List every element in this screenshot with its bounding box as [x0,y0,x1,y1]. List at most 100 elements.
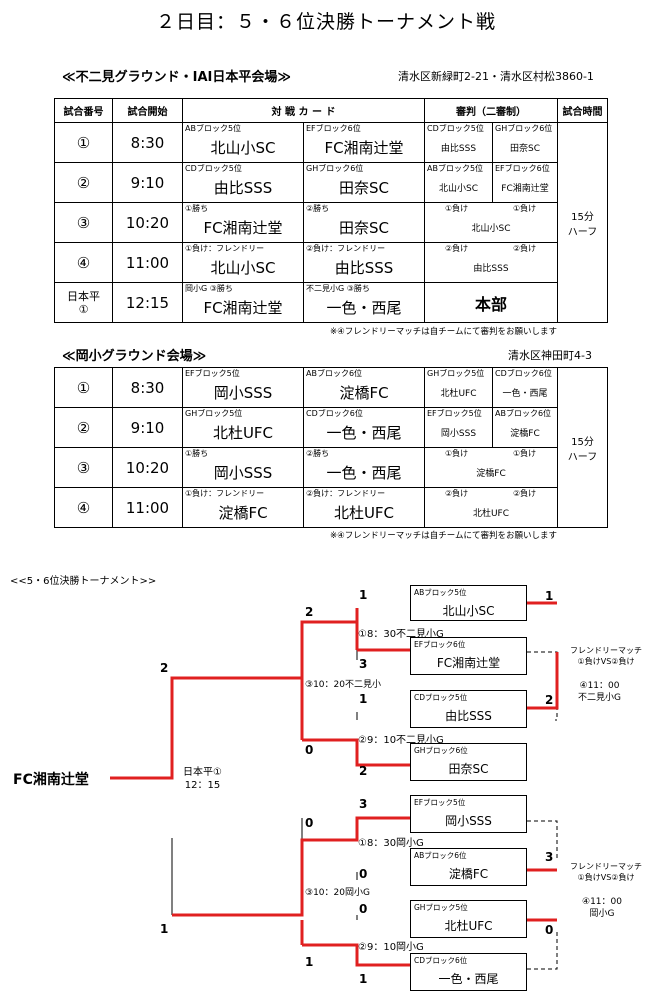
team-box: GHブロック6位田奈SC [410,743,527,781]
ref-tag: ②負け [513,244,537,253]
referee: 由比SSS [440,143,477,154]
score: 0 [359,902,368,916]
team-b: 由比SSS [334,258,394,277]
winner-line [110,608,359,780]
winner-line [302,738,410,767]
ref-tag: ②負け [445,489,469,498]
table-row: ④ 11:00 ①負け：フレンドリー北山小SC ②負け：フレンドリー由比SSS … [54,242,608,283]
team-box-tag: GHブロック6位 [414,746,468,755]
bracket-line [301,608,358,965]
page-title: ２日目：５・６位決勝トーナメント戦 [155,11,496,33]
team-b-tag: ②勝ち [306,449,330,458]
winner-line [172,816,410,917]
team-a-tag: EFブロック5位 [185,369,240,378]
team-a-tag: 岡小G ③勝ち [185,284,233,293]
match-label: ②9：10岡小G [358,942,424,953]
referee: FC湘南辻堂 [501,183,549,194]
team-box-name: 北山小SC [442,604,495,618]
table-row: ② 9:10 GHブロック5位北杜UFC CDブロック6位一色・西尾 EFブロッ… [54,407,608,448]
score: 1 [359,692,368,706]
friendly-label: フレンドリーマッチ ①負けVS②負け [570,646,642,666]
start-time: 8:30 [112,122,183,163]
venue1-address: 清水区新緑町2-21・清水区村松3860-1 [398,70,594,83]
team-box-name: FC湘南辻堂 [436,656,501,670]
team-b-tag: 不二見小G ③勝ち [306,284,370,293]
team-box-tag: ABブロック6位 [414,851,467,860]
team-box: ABブロック6位淀橋FC [410,848,527,886]
friendly-time: ④11：00 岡小G [582,897,622,919]
friendly-line [527,651,558,721]
ref-tag: CDブロック6位 [495,369,552,378]
table-row: ② 9:10 CDブロック5位由比SSS GHブロック6位田奈SC ABブロック… [54,162,608,203]
champion-name: FC湘南辻堂 [13,772,89,788]
team-box-tag: GHブロック5位 [414,903,468,912]
team-box: ABブロック5位北山小SC [410,585,527,621]
team-b-tag: EFブロック6位 [306,124,361,133]
match-no: ① [54,367,113,408]
team-a: 北杜UFC [212,423,274,442]
referee: 岡小SSS [440,428,477,439]
referee: 北山小SC [471,223,511,234]
team-box-tag: CDブロック6位 [414,956,468,965]
score: 2 [359,764,368,778]
referee: 一色・西尾 [502,388,548,399]
ref-tag: EFブロック6位 [495,164,550,173]
score: 0 [359,867,368,881]
winner-line [527,652,559,710]
ref-tag: ABブロック5位 [427,164,484,173]
bracket-title: <<5・6位決勝トーナメント>> [10,576,157,587]
referee: 由比SSS [473,263,509,274]
team-b: FC湘南辻堂 [324,138,404,157]
start-time: 12:15 [112,282,183,323]
team-a: FC湘南辻堂 [203,298,283,317]
start-time: 9:10 [112,407,183,448]
team-b-tag: ②負け：フレンドリー [306,244,386,253]
team-a: FC湘南辻堂 [203,218,283,237]
venue1-name: ≪不二見グラウンド・IAI日本平会場≫ [62,70,291,85]
team-a: 北山小SC [210,258,276,277]
match-no: ④ [54,487,113,528]
match-label: ③10：20岡小G [305,888,370,898]
match-label: ③10：20不二見小 [305,680,381,690]
score: 2 [545,693,554,707]
final-label: 日本平① 12：15 [183,767,222,791]
score: 2 [160,661,169,675]
ref-tag: ABブロック6位 [495,409,552,418]
ref-tag: ②負け [445,244,469,253]
friendly-label: フレンドリーマッチ ①負けVS②負け [570,862,642,882]
team-a-tag: ①勝ち [185,204,209,213]
score: 1 [359,972,368,986]
team-box-tag: ABブロック5位 [414,588,467,597]
team-a: 岡小SSS [213,463,273,482]
team-box-name: 由比SSS [445,709,492,723]
score: 3 [359,797,368,811]
team-b-tag: GHブロック6位 [306,164,364,173]
team-a: 北山小SC [210,138,276,157]
match-label: ②9：10不二見小G [358,735,444,746]
score: 1 [305,955,314,969]
team-box-tag: EFブロック6位 [414,640,466,649]
note-2: ※④フレンドリーマッチは自チームにて審判をお願いします [330,531,557,541]
team-box-name: 田奈SC [448,762,489,776]
ref-tag: ①負け [513,449,537,458]
headquarters: 本部 [424,282,558,323]
team-box-name: 淀橋FC [448,867,489,881]
team-b: 田奈SC [339,178,389,197]
match-duration: 15分 ハーフ [557,367,608,528]
match-label: ①8：30不二見小G [358,629,444,640]
start-time: 11:00 [112,487,183,528]
team-box-name: 北杜UFC [444,919,493,933]
match-no: ② [54,162,113,203]
header-referee: 審判（二審制） [424,98,558,123]
ref-tag: ①負け [513,204,537,213]
match-label: ①8：30岡小G [358,838,424,849]
ref-tag: EFブロック5位 [427,409,482,418]
team-box-tag: EFブロック5位 [414,798,466,807]
referee: 淀橋FC [510,428,540,439]
team-b: 淀橋FC [339,383,389,402]
winner-line [302,620,359,650]
score: 3 [359,657,368,671]
